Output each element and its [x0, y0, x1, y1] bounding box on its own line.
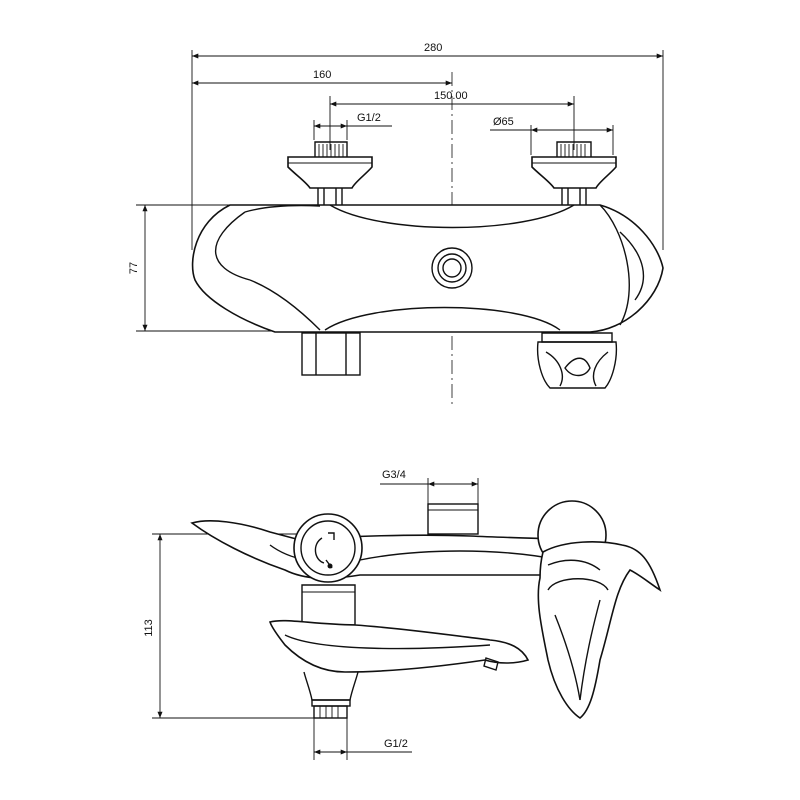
- side-dim-label-g12: G1/2: [384, 738, 408, 750]
- side-body-contour-b: [359, 550, 561, 561]
- dim-label-overall: 280: [424, 42, 442, 54]
- body-contour-left-b: [249, 279, 321, 331]
- inlet-eccentric-right: [531, 141, 617, 205]
- inlet-eccentric-left: [287, 141, 373, 205]
- body-contour-right-b: [619, 231, 645, 301]
- dim-label-inlet-thread: G1/2: [357, 112, 381, 124]
- spout-outline: [268, 619, 530, 673]
- shower-outlet: [427, 503, 479, 535]
- body-contour-left-c: [244, 204, 321, 213]
- side-view: G3/4 113 G1/2: [143, 469, 662, 760]
- side-body-outline: [190, 520, 589, 580]
- body-contour-left-a: [214, 211, 251, 281]
- dim-label-diameter: Ø65: [493, 116, 514, 128]
- mixer-body-outline: [191, 204, 664, 333]
- spout-neck: [301, 584, 356, 626]
- dim-label-left: 160: [313, 69, 331, 81]
- top-view: 280 160 150.00 G1/2 Ø65 77: [128, 42, 664, 408]
- dim-label-center: 150.00: [434, 90, 468, 102]
- body-contour-lower: [324, 306, 561, 331]
- dim-label-height: 77: [128, 262, 140, 274]
- side-dim-label-g34: G3/4: [382, 469, 406, 481]
- diverter-knob: [431, 247, 473, 289]
- spout-inner-curve: [284, 634, 491, 650]
- spout-aerator: [483, 657, 499, 671]
- side-diverter-knob: [293, 513, 363, 583]
- body-contour-upper: [329, 204, 575, 229]
- body-contour-right-a: [599, 204, 630, 326]
- side-inlet-stem: [303, 671, 359, 719]
- side-handle: [537, 500, 662, 719]
- outlet-nut-bottom: [301, 332, 361, 376]
- mixer-handle-top: [536, 332, 618, 389]
- side-dim-label-height: 113: [143, 619, 155, 637]
